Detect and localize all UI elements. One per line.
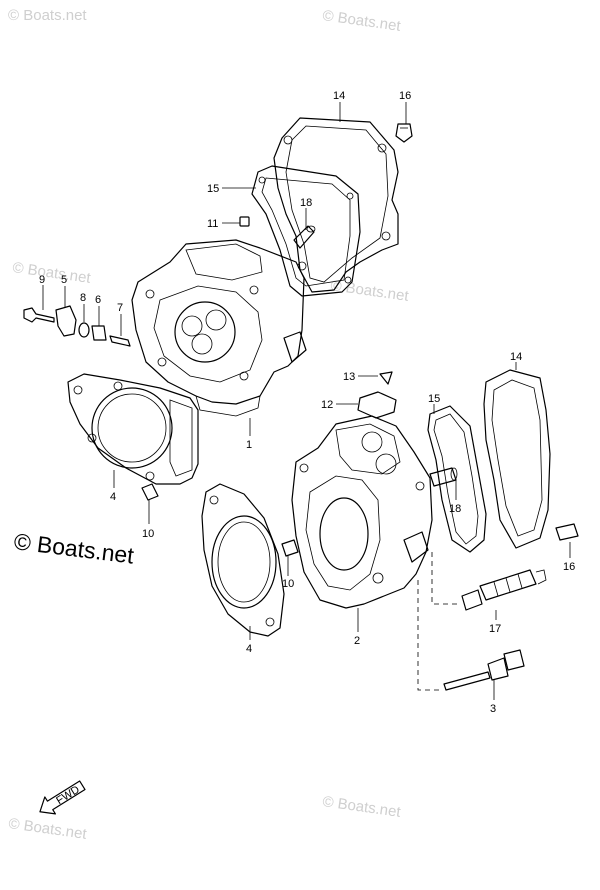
part-10-dowel-upper [141, 483, 159, 501]
assembly-lines [417, 552, 460, 691]
callout-6: 6 [95, 294, 101, 306]
watermark-bottom-right: © Boats.net [321, 793, 402, 821]
part-10-dowel-lower [281, 539, 299, 557]
part-11-nut [239, 216, 250, 227]
part-14-cylinder-head-cover-lower [483, 369, 551, 549]
part-6-collar [91, 325, 107, 341]
fwd-arrow-icon: FWD [39, 780, 86, 815]
callout-12: 12 [321, 399, 333, 411]
callout-1: 1 [246, 439, 252, 451]
callout-15-upper: 15 [207, 183, 219, 195]
part-18-plug-upper [293, 225, 316, 249]
callout-10-lower: 10 [282, 578, 294, 590]
part-4-head-gasket-lower [201, 483, 285, 637]
callout-16-upper: 16 [399, 90, 411, 102]
callout-18-upper: 18 [300, 197, 312, 209]
callout-15-lower: 15 [428, 393, 440, 405]
part-7-bolt [109, 335, 131, 347]
part-16-bolt-lower [555, 523, 579, 541]
callout-8: 8 [80, 292, 86, 304]
watermark-top-right: © Boats.net [321, 7, 402, 35]
watermark-mid-right: © Boats.net [329, 277, 410, 305]
part-16-bolt-upper [395, 123, 413, 143]
callout-14-lower: 14 [510, 351, 522, 363]
watermark-group: © Boats.net © Boats.net © Boats.net © Bo… [7, 7, 410, 843]
part-8-o-ring [78, 322, 90, 338]
part-12-plate [357, 391, 397, 419]
watermark-mid-left: © Boats.net [11, 259, 92, 287]
part-1-cylinder-head [131, 239, 307, 417]
watermark-top-left: © Boats.net [8, 7, 87, 24]
callout-10-upper: 10 [142, 528, 154, 540]
callout-16-lower: 16 [563, 561, 575, 573]
part-2-cylinder-head [291, 415, 433, 609]
part-17-spark-plug [461, 569, 547, 611]
part-14-cylinder-head-cover-upper [273, 117, 399, 293]
callout-2: 2 [354, 635, 360, 647]
watermark-bottom-left: © Boats.net [7, 815, 88, 843]
part-3-head-bolt [443, 649, 525, 691]
callout-11: 11 [207, 218, 218, 230]
part-18-plug-lower [429, 467, 458, 487]
callout-18-lower: 18 [449, 503, 461, 515]
callout-14-upper: 14 [333, 90, 345, 102]
callout-labels: 14 16 15 18 11 9 5 8 6 7 1 4 10 13 12 15… [39, 90, 575, 715]
part-5-sensor [55, 305, 77, 337]
leader-lines [42, 102, 571, 700]
callout-13: 13 [343, 371, 355, 383]
part-4-head-gasket-upper [67, 373, 199, 485]
fwd-label: FWD [54, 784, 82, 807]
callout-3: 3 [490, 703, 496, 715]
part-15-gasket-upper [251, 165, 361, 297]
callout-5: 5 [61, 274, 67, 286]
callout-4-lower: 4 [246, 643, 252, 655]
part-13-screw [379, 371, 393, 385]
callout-17: 17 [489, 623, 501, 635]
callout-4-upper: 4 [110, 491, 116, 503]
part-15-gasket-lower [427, 405, 487, 553]
part-9-bolt [23, 307, 55, 323]
callout-7: 7 [117, 302, 123, 314]
callout-9: 9 [39, 274, 45, 286]
